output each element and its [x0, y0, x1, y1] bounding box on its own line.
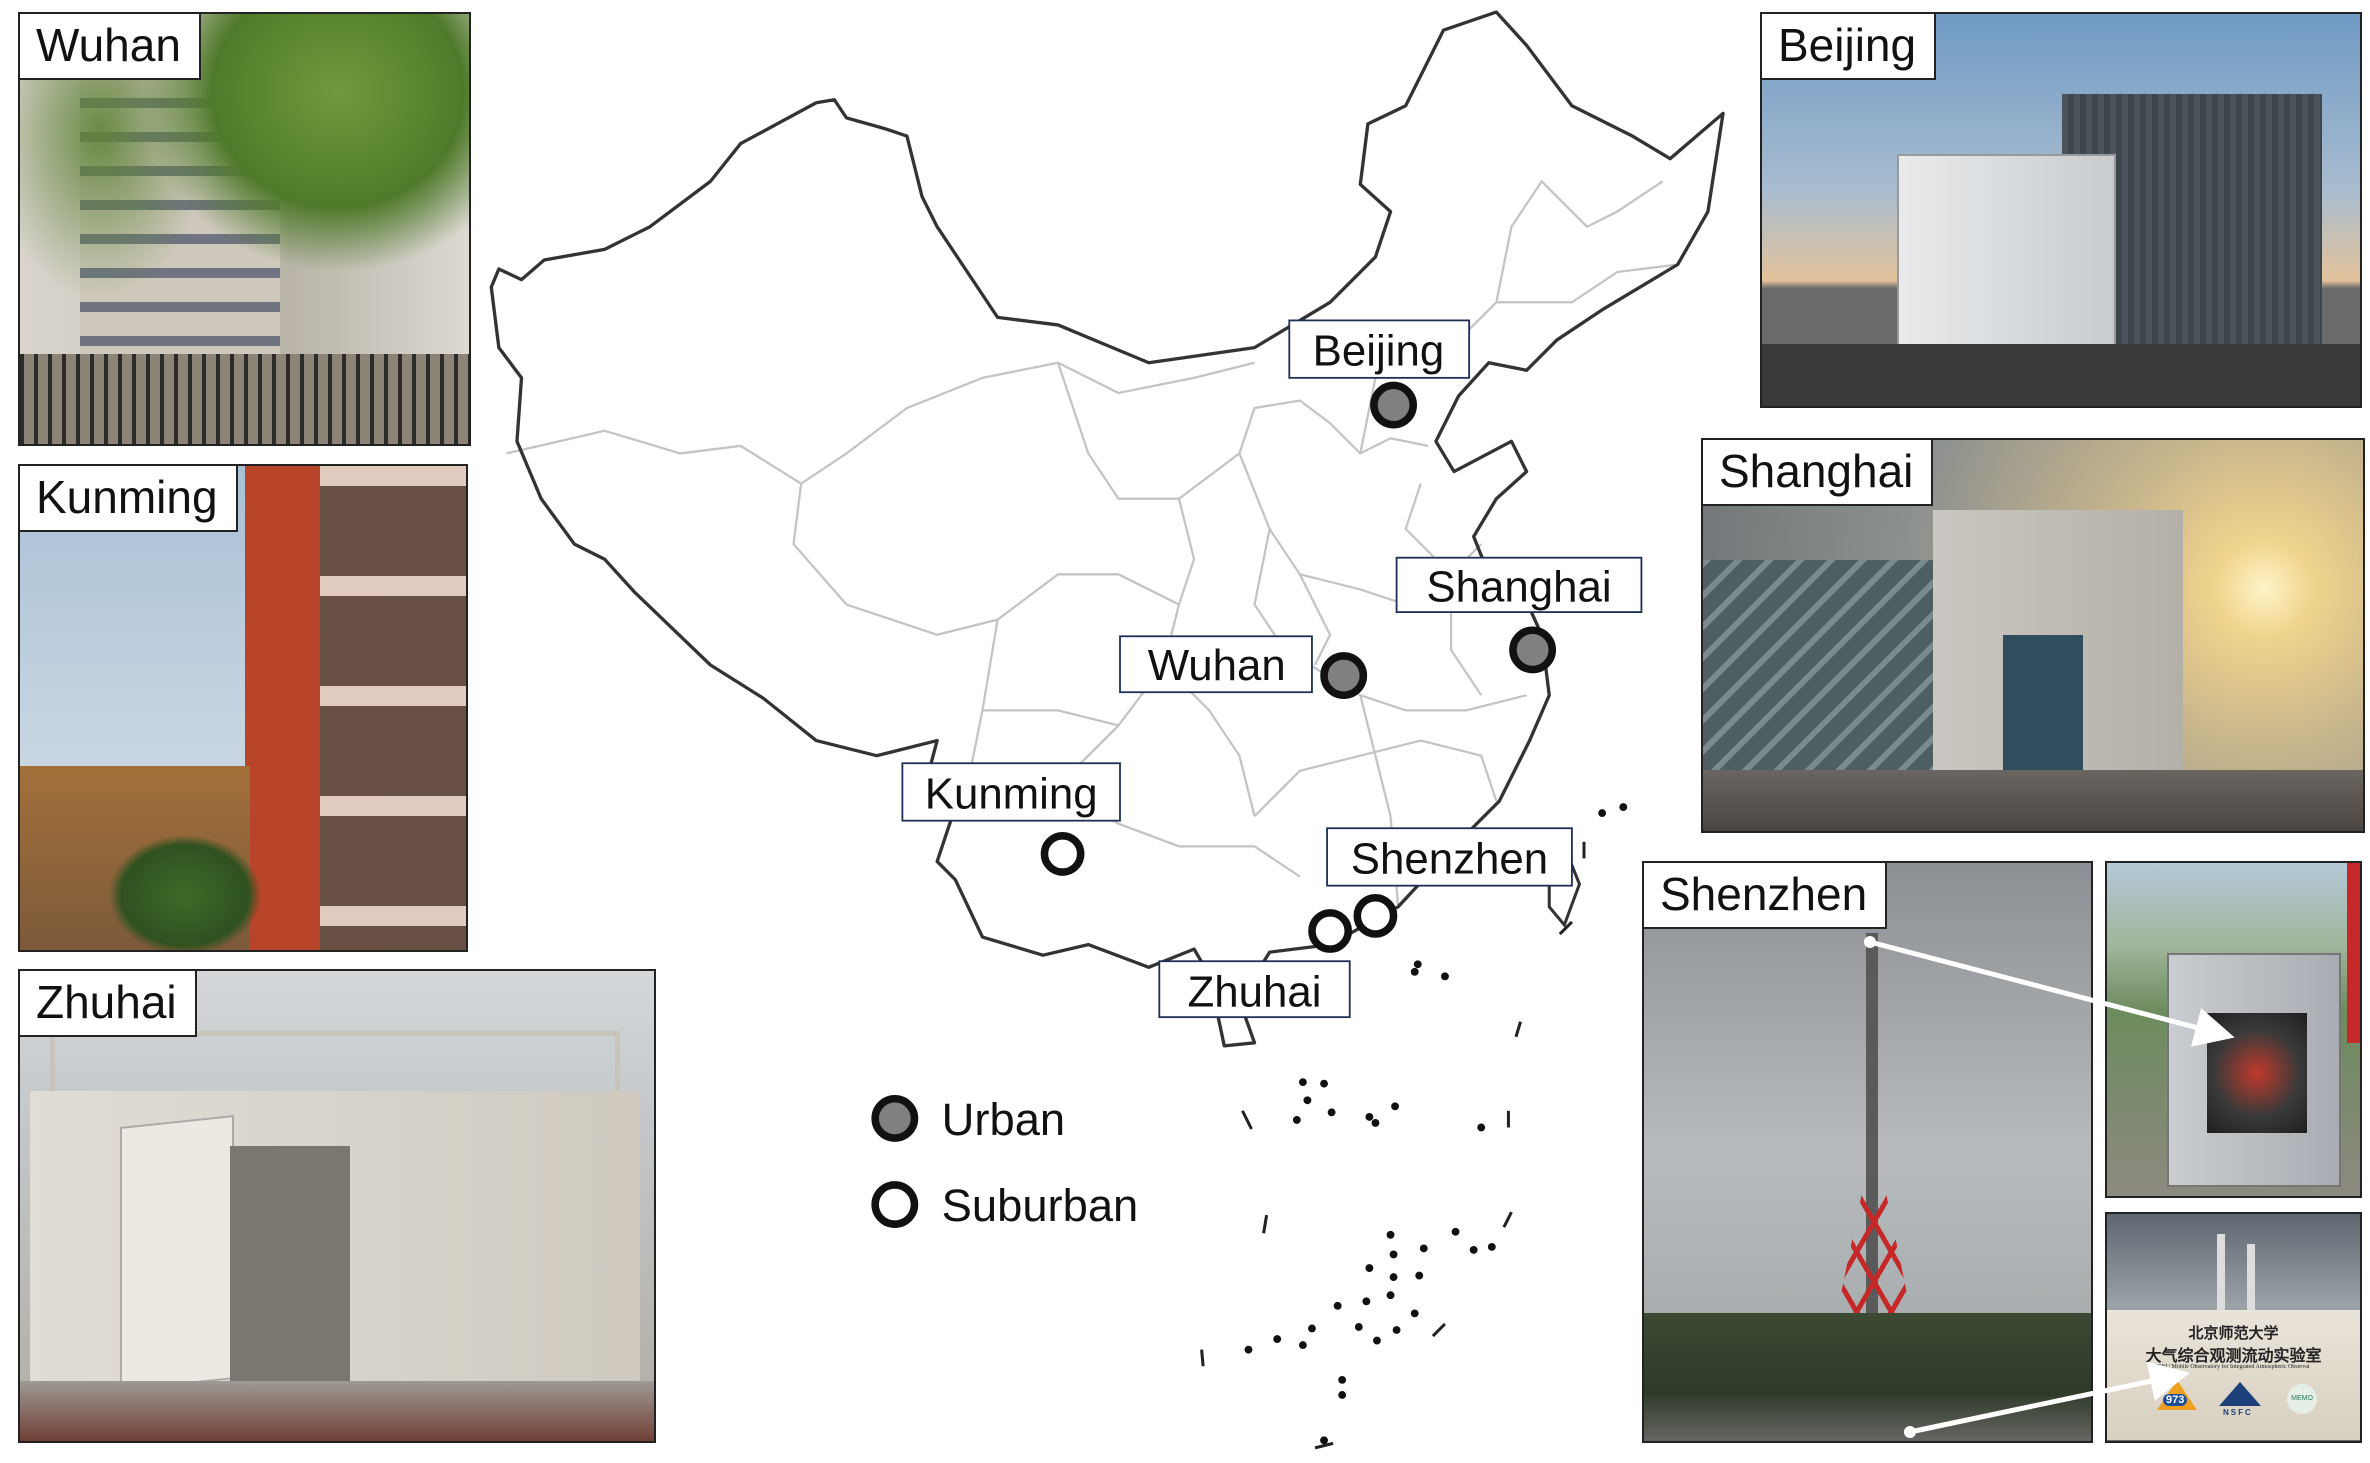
sign-english: BNU Mobile Observatory for Integrated At…	[2157, 1364, 2310, 1370]
label-beijing-text: Beijing	[1313, 327, 1445, 376]
label-zhuhai-text: Zhuhai	[1188, 968, 1322, 1017]
label-wuhan-text: Wuhan	[1148, 641, 1286, 690]
marker-shanghai-urban[interactable]	[1509, 626, 1557, 674]
legend: Urban Suburban	[871, 1094, 1139, 1231]
photo-shenzhen-tower: Shenzhen	[1642, 861, 2093, 1443]
legend-suburban-label: Suburban	[942, 1180, 1139, 1231]
china-outline	[489, 10, 1725, 1048]
legend-suburban-marker	[871, 1181, 919, 1228]
label-zhuhai: Zhuhai	[1158, 960, 1351, 1019]
photo-wuhan-site: Wuhan	[18, 12, 471, 446]
legend-urban-label: Urban	[942, 1094, 1065, 1145]
label-shanghai-text: Shanghai	[1426, 563, 1611, 612]
south-china-sea-islands	[1244, 803, 1628, 1445]
photo-shanghai-site: Shanghai	[1701, 438, 2365, 833]
photo-label-wuhan: Wuhan	[20, 14, 201, 80]
logo-memo: MEMO	[2287, 1384, 2317, 1414]
marker-shenzhen-suburban[interactable]	[1353, 893, 1398, 938]
photo-label-shanghai: Shanghai	[1703, 440, 1934, 506]
label-beijing: Beijing	[1288, 319, 1471, 379]
marker-kunming-suburban[interactable]	[1040, 832, 1085, 876]
label-shenzhen-text: Shenzhen	[1351, 835, 1548, 884]
photo-kunming-site: Kunming	[18, 464, 468, 952]
sign-lab-name: 大气综合观测流动实验室	[2145, 1348, 2322, 1365]
marker-beijing-urban[interactable]	[1370, 381, 1417, 429]
photo-label-zhuhai: Zhuhai	[20, 971, 197, 1037]
label-wuhan: Wuhan	[1119, 635, 1313, 694]
photo-shenzhen-sign: 北京师范大学 大气综合观测流动实验室 BNU Mobile Observator…	[2105, 1212, 2362, 1443]
label-shenzhen: Shenzhen	[1326, 827, 1573, 887]
photo-label-kunming: Kunming	[20, 466, 238, 532]
photo-shenzhen-instruments	[2105, 861, 2362, 1198]
label-kunming-text: Kunming	[925, 770, 1098, 819]
marker-wuhan-urban[interactable]	[1320, 652, 1368, 700]
label-shanghai: Shanghai	[1395, 556, 1643, 614]
photo-beijing-site: Beijing	[1760, 12, 2362, 408]
photo-label-beijing: Beijing	[1762, 14, 1937, 80]
marker-zhuhai-suburban[interactable]	[1308, 909, 1353, 953]
photo-label-shenzhen: Shenzhen	[1644, 863, 1888, 929]
photo-zhuhai-site: Zhuhai	[18, 969, 656, 1443]
logo-973: 973	[2163, 1394, 2188, 1406]
nine-dash-line	[1200, 841, 1586, 1450]
logo-nsfc: NSFC	[2223, 1408, 2253, 1417]
legend-urban-marker	[871, 1094, 919, 1142]
sign-university: 北京师范大学	[2188, 1325, 2279, 1342]
lab-sign: 北京师范大学 大气综合观测流动实验室 BNU Mobile Observator…	[2107, 1310, 2360, 1440]
label-kunming: Kunming	[901, 762, 1121, 822]
